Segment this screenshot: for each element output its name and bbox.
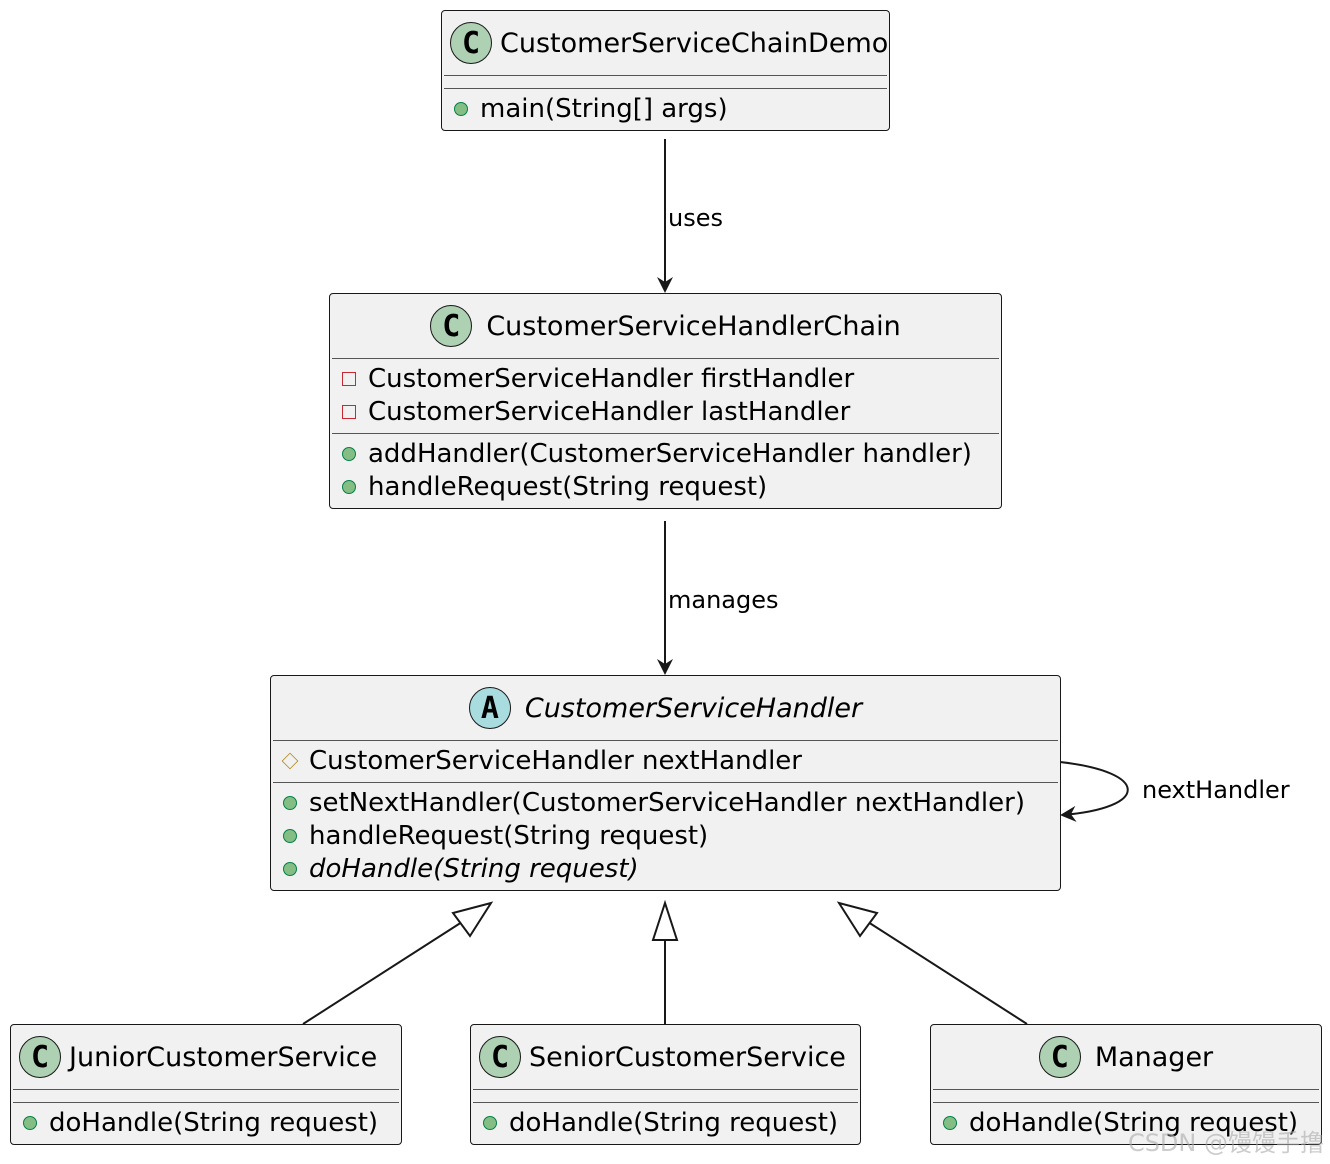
field-text: CustomerServiceHandler nextHandler bbox=[309, 745, 802, 776]
public-visibility-icon bbox=[23, 1115, 37, 1130]
fields-section: CustomerServiceHandler nextHandler bbox=[271, 741, 1060, 782]
method-row: doHandle(String request) bbox=[943, 1106, 1313, 1139]
method-row: handleRequest(String request) bbox=[283, 819, 1052, 852]
section-divider bbox=[933, 1102, 1319, 1103]
fields-section bbox=[931, 1090, 1321, 1102]
method-row: doHandle(String request) bbox=[283, 852, 1052, 885]
inherit-junior-line bbox=[302, 921, 463, 1025]
class-manager[interactable]: C Manager doHandle(String request) bbox=[930, 1024, 1322, 1145]
field-text: CustomerServiceHandler lastHandler bbox=[368, 396, 851, 427]
inherit-manager-triangle bbox=[836, 901, 879, 938]
public-visibility-icon bbox=[943, 1115, 957, 1130]
section-divider bbox=[332, 433, 999, 434]
public-visibility-icon bbox=[342, 446, 356, 461]
class-name: JuniorCustomerService bbox=[69, 1041, 378, 1073]
method-row: main(String[] args) bbox=[454, 92, 881, 125]
public-visibility-icon bbox=[483, 1115, 497, 1130]
methods-section: doHandle(String request) bbox=[471, 1103, 860, 1144]
methods-section: main(String[] args) bbox=[442, 89, 889, 130]
method-row: doHandle(String request) bbox=[23, 1106, 393, 1139]
uses-label: uses bbox=[668, 204, 723, 232]
inherit-senior-triangle bbox=[651, 899, 679, 941]
public-visibility-icon bbox=[283, 861, 297, 876]
class-icon: C bbox=[479, 1036, 521, 1078]
method-row: addHandler(CustomerServiceHandler handle… bbox=[342, 437, 993, 470]
class-name: CustomerServiceHandlerChain bbox=[486, 310, 901, 342]
class-name: Manager bbox=[1094, 1041, 1214, 1073]
method-text: setNextHandler(CustomerServiceHandler ne… bbox=[309, 787, 1025, 818]
inherit-junior-triangle bbox=[451, 901, 494, 938]
methods-section: doHandle(String request) bbox=[931, 1103, 1321, 1144]
public-visibility-icon bbox=[454, 101, 468, 116]
class-header: A CustomerServiceHandler bbox=[271, 676, 1060, 740]
methods-section: doHandle(String request) bbox=[11, 1103, 401, 1144]
fields-section bbox=[442, 76, 889, 88]
method-row: setNextHandler(CustomerServiceHandler ne… bbox=[283, 786, 1052, 819]
method-row: doHandle(String request) bbox=[483, 1106, 852, 1139]
field-row: CustomerServiceHandler nextHandler bbox=[281, 744, 1052, 777]
class-icon: C bbox=[450, 22, 492, 64]
manages-label: manages bbox=[668, 586, 779, 614]
class-header: C CustomerServiceHandlerChain bbox=[330, 294, 1001, 358]
class-name: CustomerServiceChainDemo bbox=[500, 27, 889, 59]
public-visibility-icon bbox=[283, 795, 297, 810]
method-text: doHandle(String request) bbox=[49, 1107, 379, 1138]
class-icon: C bbox=[430, 305, 473, 347]
section-divider bbox=[933, 1089, 1319, 1090]
next-handler-label: nextHandler bbox=[1142, 776, 1290, 804]
class-name: SeniorCustomerService bbox=[529, 1041, 846, 1073]
abstract-class-icon: A bbox=[468, 687, 511, 729]
method-text: doHandle(String request) bbox=[969, 1107, 1299, 1138]
field-text: CustomerServiceHandler firstHandler bbox=[368, 363, 855, 394]
self-association-arrow bbox=[1059, 761, 1129, 822]
public-visibility-icon bbox=[283, 828, 297, 843]
section-divider bbox=[473, 1102, 858, 1103]
section-divider bbox=[473, 1089, 858, 1090]
public-visibility-icon bbox=[342, 479, 356, 494]
method-text: doHandle(String request) bbox=[509, 1107, 839, 1138]
methods-section: addHandler(CustomerServiceHandler handle… bbox=[330, 434, 1001, 508]
class-header: C Manager bbox=[931, 1025, 1321, 1089]
private-visibility-icon bbox=[342, 371, 356, 386]
section-divider bbox=[273, 740, 1058, 741]
fields-section bbox=[11, 1090, 401, 1102]
watermark: CSDN @馒馒手撸 bbox=[1127, 1129, 1324, 1157]
section-divider bbox=[13, 1102, 399, 1103]
method-text: addHandler(CustomerServiceHandler handle… bbox=[368, 438, 972, 469]
section-divider bbox=[13, 1089, 399, 1090]
method-row: handleRequest(String request) bbox=[342, 470, 993, 503]
method-text: handleRequest(String request) bbox=[309, 820, 709, 851]
fields-section bbox=[471, 1090, 860, 1102]
section-divider bbox=[444, 88, 887, 89]
class-icon: C bbox=[19, 1036, 61, 1078]
section-divider bbox=[332, 358, 999, 359]
field-row: CustomerServiceHandler firstHandler bbox=[342, 362, 993, 395]
method-text: handleRequest(String request) bbox=[368, 471, 768, 502]
section-divider bbox=[444, 75, 887, 76]
class-icon: C bbox=[1038, 1036, 1081, 1078]
private-visibility-icon bbox=[342, 404, 356, 419]
methods-section: setNextHandler(CustomerServiceHandler ne… bbox=[271, 783, 1060, 890]
method-text: main(String[] args) bbox=[480, 93, 728, 124]
class-name: CustomerServiceHandler bbox=[524, 692, 863, 724]
field-row: CustomerServiceHandler lastHandler bbox=[342, 395, 993, 428]
method-text: doHandle(String request) bbox=[309, 853, 639, 884]
protected-visibility-icon bbox=[281, 752, 299, 769]
section-divider bbox=[273, 782, 1058, 783]
inherit-manager-line bbox=[867, 921, 1028, 1025]
